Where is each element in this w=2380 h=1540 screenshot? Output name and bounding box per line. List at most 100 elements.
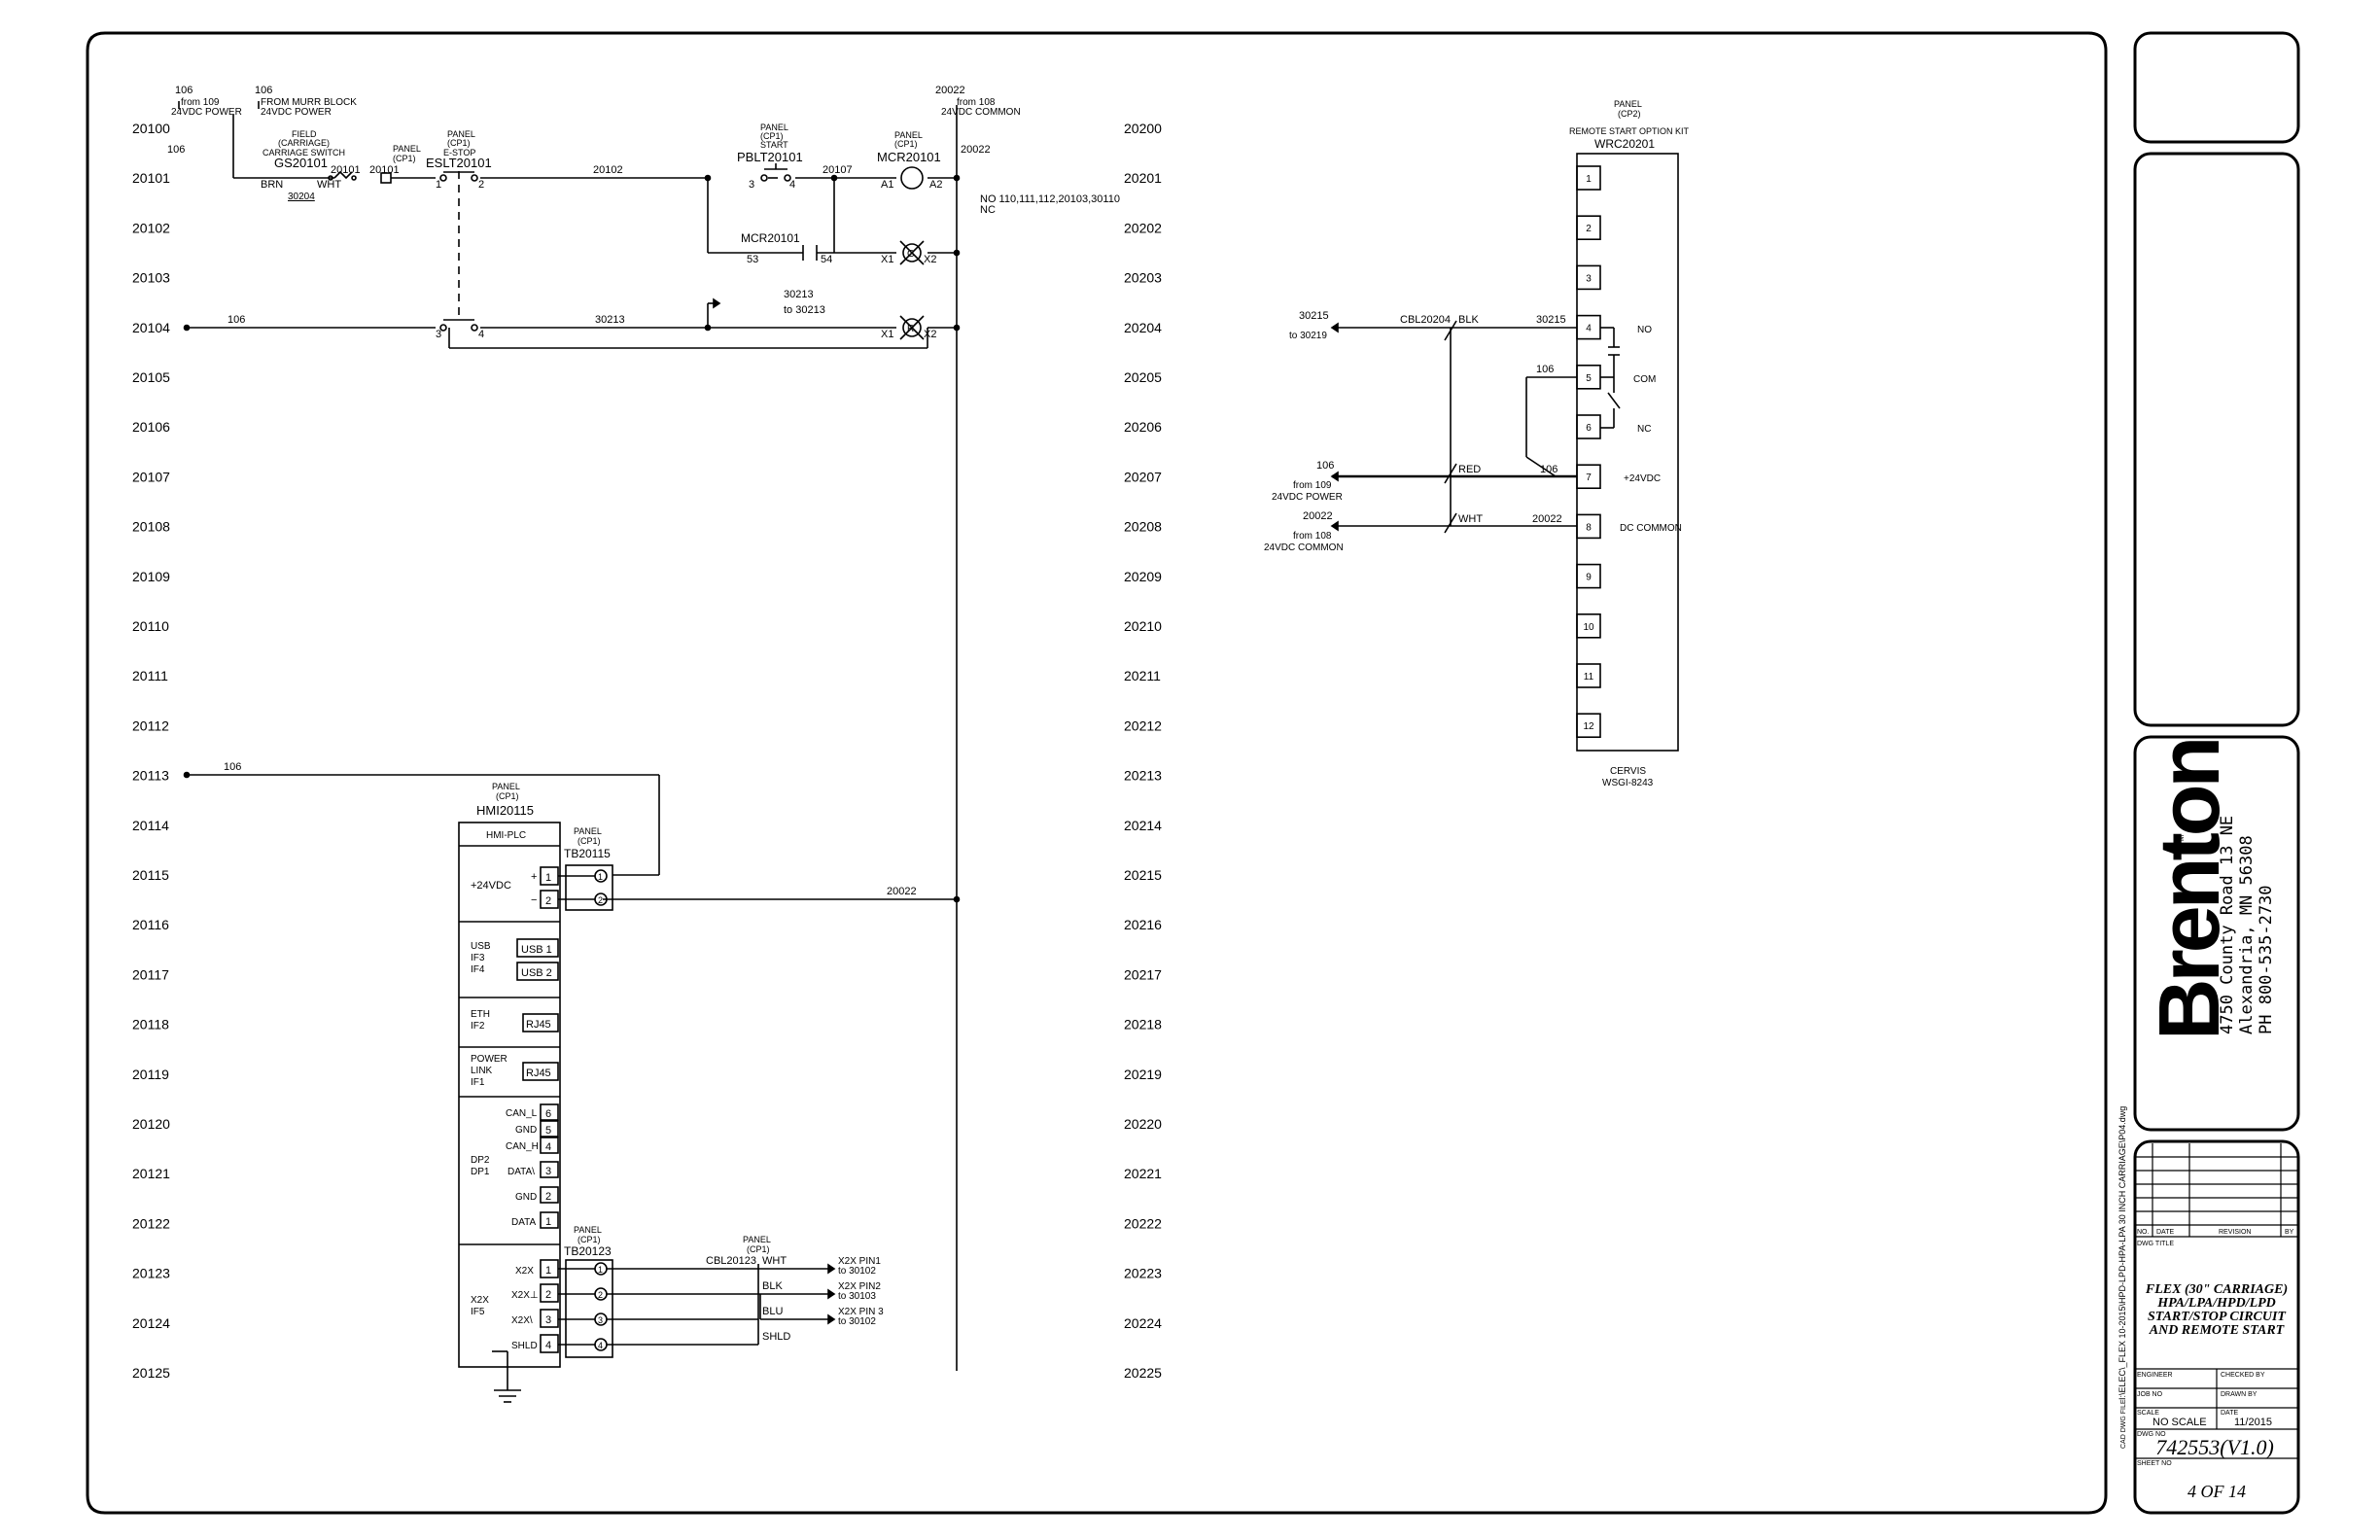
- svg-text:REVISION: REVISION: [2219, 1229, 2251, 1236]
- common-desc: 24VDC COMMON: [941, 107, 1021, 118]
- svg-text:SHEET NO: SHEET NO: [2137, 1460, 2172, 1467]
- src1-wire: 106: [175, 85, 192, 96]
- rung-number: 20102: [132, 220, 170, 235]
- svg-text:4: 4: [545, 1141, 551, 1153]
- svg-text:HMI-PLC: HMI-PLC: [486, 830, 526, 841]
- svg-text:NO 110,111,112,20103,30110: NO 110,111,112,20103,30110: [980, 193, 1120, 205]
- logo-wordmark: Brenton: [2141, 740, 2237, 1040]
- scale-value: NO SCALE: [2152, 1417, 2207, 1428]
- tb20115-labels: PANEL (CP1) TB20115 1 2: [564, 826, 611, 905]
- wrc-terminal-number: 7: [1586, 472, 1592, 483]
- title-block-grid: [2135, 1143, 2298, 1459]
- tb20123-labels: PANEL (CP1) TB20123 1 2 3 4 PANEL (CP1) …: [564, 1225, 884, 1350]
- remote-start-labels: PANEL (CP2) REMOTE START OPTION KIT WRC2…: [1264, 99, 1690, 788]
- svg-text:3: 3: [598, 1315, 603, 1325]
- svg-text:(CP1): (CP1): [760, 131, 784, 141]
- svg-text:COM: COM: [1633, 374, 1656, 385]
- svg-text:3: 3: [545, 1166, 551, 1177]
- src2-desc: 24VDC POWER: [261, 107, 332, 118]
- svg-text:(CP1): (CP1): [496, 791, 519, 801]
- rung-number: 20122: [132, 1215, 170, 1231]
- svg-text:2: 2: [545, 895, 551, 907]
- svg-text:DATA\: DATA\: [508, 1167, 535, 1177]
- drawing-title-2: HPA/LPA/HPD/LPD: [2156, 1296, 2276, 1311]
- rung-number: 20105: [132, 369, 170, 385]
- svg-text:24VDC POWER: 24VDC POWER: [1272, 492, 1343, 503]
- svg-text:30213: 30213: [595, 314, 625, 326]
- svg-text:PANEL: PANEL: [447, 129, 475, 139]
- rung-number: 20123: [132, 1266, 170, 1281]
- rung-number: 20225: [1124, 1365, 1162, 1381]
- svg-text:X2X PIN1: X2X PIN1: [838, 1256, 881, 1267]
- svg-text:1: 1: [598, 1265, 603, 1275]
- svg-text:RED: RED: [1458, 464, 1481, 475]
- svg-text:1: 1: [545, 1265, 551, 1277]
- date-value: 11/2015: [2234, 1417, 2272, 1428]
- svg-text:4: 4: [789, 179, 795, 191]
- rung-number: 20103: [132, 270, 170, 286]
- rung-number: 20210: [1124, 618, 1162, 634]
- wrc-terminal-number: 6: [1586, 423, 1592, 434]
- tb20115-tag: TB20115: [564, 847, 611, 860]
- hmi-labels: PANEL (CP1) HMI20115 HMI-PLC +24VDC + − …: [471, 782, 552, 1351]
- contact-symbols: [328, 163, 925, 340]
- estop-tag: ESLT20101: [426, 156, 492, 170]
- rung-number: 20124: [132, 1315, 170, 1331]
- svg-text:20101: 20101: [369, 164, 400, 176]
- rung-number: 20209: [1124, 569, 1162, 584]
- svg-text:IF3: IF3: [471, 953, 485, 963]
- svg-text:START: START: [760, 140, 788, 150]
- svg-text:X2X PIN2: X2X PIN2: [838, 1281, 881, 1292]
- rung-number: 20104: [132, 320, 170, 335]
- svg-text:DATA: DATA: [511, 1217, 537, 1228]
- wrc-terminal-number: 2: [1586, 224, 1592, 234]
- svg-text:(CP2): (CP2): [1618, 109, 1641, 119]
- rung-number: 20112: [132, 718, 169, 733]
- svg-text:30213: 30213: [784, 289, 814, 300]
- svg-text:X2X⊥: X2X⊥: [511, 1290, 539, 1301]
- ladder-labels: 106 from 109 24VDC POWER 106 FROM MURR B…: [167, 85, 1120, 897]
- title-panel-blank: [2133, 152, 2300, 727]
- wrc-terminal: [1576, 612, 1601, 639]
- gs-tag: GS20101: [274, 156, 328, 170]
- drawing-title-3: START/STOP CIRCUIT: [2148, 1310, 2287, 1324]
- svg-text:+24VDC: +24VDC: [471, 880, 511, 892]
- svg-text:PANEL: PANEL: [760, 122, 788, 132]
- svg-text:PANEL: PANEL: [492, 782, 520, 791]
- rung-number: 20219: [1124, 1067, 1162, 1082]
- svg-text:PANEL: PANEL: [743, 1235, 771, 1244]
- svg-text:from 108: from 108: [1293, 531, 1332, 542]
- rung-number: 20117: [132, 966, 169, 982]
- svg-text:PANEL: PANEL: [574, 826, 602, 836]
- svg-text:CAN_L: CAN_L: [506, 1108, 538, 1119]
- svg-text:IF2: IF2: [471, 1021, 485, 1032]
- svg-text:CBL20204: CBL20204: [1400, 314, 1451, 326]
- svg-text:BY: BY: [2285, 1229, 2294, 1236]
- rung-number: 20201: [1124, 170, 1162, 186]
- svg-text:to 30102: to 30102: [838, 1316, 876, 1327]
- rung-number: 20216: [1124, 917, 1162, 932]
- rung-number: 20206: [1124, 419, 1162, 435]
- left-106: 106: [167, 144, 185, 156]
- svg-text:CHECKED BY: CHECKED BY: [2221, 1372, 2265, 1379]
- svg-text:106: 106: [228, 314, 245, 326]
- svg-text:X2: X2: [924, 329, 936, 340]
- phone: PH 800-535-2730: [2257, 885, 2276, 1034]
- svg-text:NO.: NO.: [2137, 1229, 2150, 1236]
- svg-text:5: 5: [545, 1125, 551, 1137]
- svg-text:REMOTE START OPTION KIT: REMOTE START OPTION KIT: [1569, 126, 1690, 136]
- svg-text:(CP1): (CP1): [393, 154, 416, 163]
- svg-text:6: 6: [545, 1108, 551, 1120]
- address-line-2: Alexandria, MN 56308: [2237, 835, 2257, 1034]
- svg-text:2: 2: [478, 179, 484, 191]
- wrc-terminal-number: 3: [1586, 273, 1592, 284]
- pb-tag: PBLT20101: [737, 150, 803, 164]
- terminal-block-tb20123: [558, 1259, 836, 1358]
- rung-number: 20221: [1124, 1166, 1162, 1181]
- svg-text:to 30103: to 30103: [838, 1291, 876, 1302]
- svg-text:(CARRIAGE): (CARRIAGE): [278, 138, 330, 148]
- svg-text:(CP1): (CP1): [578, 836, 601, 846]
- title-panel-top: [2133, 31, 2300, 144]
- svg-text:X1: X1: [881, 254, 893, 265]
- title-panel-logo: [2133, 735, 2300, 1132]
